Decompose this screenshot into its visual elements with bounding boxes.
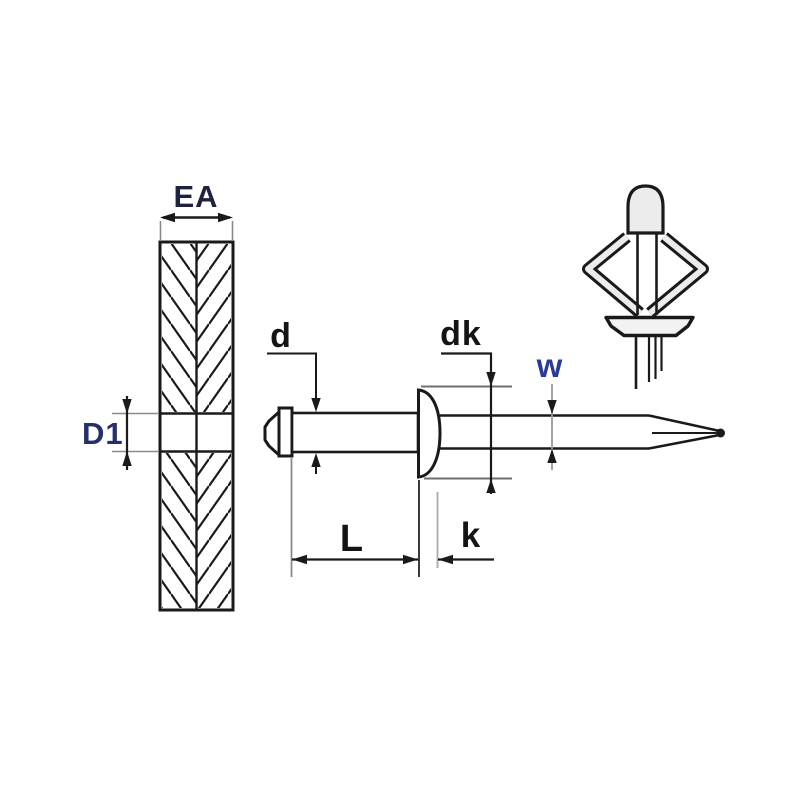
dimension-w: w <box>536 347 564 470</box>
d1-arrow-bottom-icon <box>122 451 132 466</box>
rivet-tail-collar <box>277 406 294 458</box>
rivet-head <box>417 388 442 479</box>
d-leader-line <box>267 352 317 399</box>
k-arrow-icon <box>438 554 453 565</box>
hatch-upper-left <box>162 244 196 412</box>
k-label: k <box>461 516 481 555</box>
dk-leader-line <box>441 352 493 494</box>
dimension-d: d <box>267 317 321 474</box>
rivet-flange <box>604 315 695 338</box>
dk-arrow-top-icon <box>486 372 496 387</box>
dimension-d1: D1 <box>82 396 159 470</box>
d-arrow-bottom-icon <box>311 453 321 467</box>
ea-label: EA <box>173 179 218 214</box>
mandrel-point-bottom <box>648 433 723 450</box>
mandrel-point-tip <box>716 428 725 438</box>
rivet-dome-neck <box>626 184 665 235</box>
rivet-body <box>290 411 420 454</box>
d1-arrow-top-icon <box>122 399 132 414</box>
hatch-upper-right <box>197 244 231 412</box>
clamped-plate <box>158 240 235 612</box>
ea-arrow-left-icon <box>160 212 175 223</box>
l-arrow-left-icon <box>292 554 307 565</box>
w-arrow-bottom-icon <box>547 449 557 463</box>
hatch-lower-right <box>197 453 231 608</box>
installed-rivet-figure <box>582 184 709 389</box>
d-label: d <box>270 317 292 355</box>
dimension-ea: EA <box>159 179 234 241</box>
w-arrow-top-icon <box>547 400 557 414</box>
l-arrow-right-icon <box>403 554 418 565</box>
d1-label: D1 <box>82 416 124 451</box>
dimension-l-k: L k <box>290 458 494 577</box>
dimension-dk: dk <box>421 315 512 494</box>
rivet-side-view <box>263 388 725 479</box>
expanded-leg-right-fill <box>648 234 706 316</box>
d-arrow-top-icon <box>311 398 321 412</box>
ea-arrow-right-icon <box>218 212 233 223</box>
rivet-tail-tip <box>263 410 281 457</box>
l-label: L <box>340 518 364 560</box>
dk-arrow-bottom-icon <box>486 479 496 493</box>
mandrel-point-top <box>648 414 723 433</box>
dk-label: dk <box>440 315 482 353</box>
w-label: w <box>536 347 564 384</box>
hatch-lower-left <box>162 453 196 608</box>
expanded-leg-left-fill <box>585 234 642 316</box>
